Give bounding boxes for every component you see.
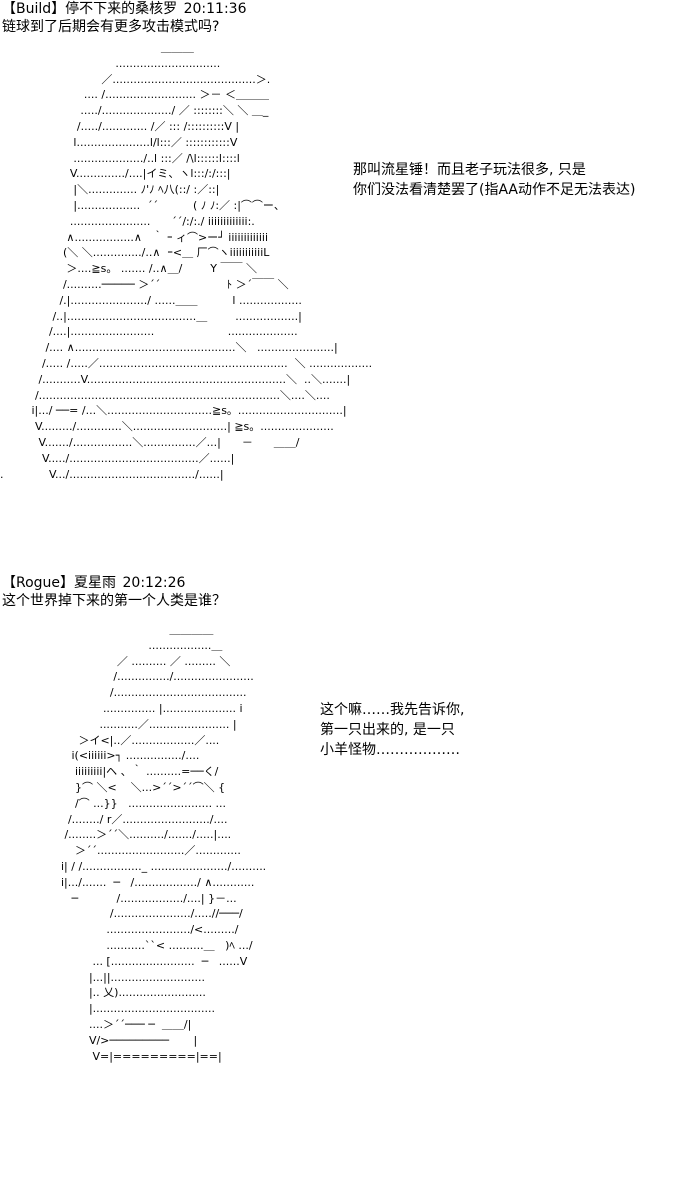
speech-line: 那叫流星锤！而且老子玩法很多, 只是 xyxy=(353,162,586,178)
speech-text: 这个嘛……我先告诉你, 第一只出来的, 是一只 小羊怪物……………… xyxy=(320,700,464,760)
post-question: 这个世界掉下来的第一个人类是谁？ xyxy=(2,593,226,609)
speech-line: 第一只出来的, 是一只 xyxy=(320,722,455,738)
ascii-art-figure: ＿＿＿ .............................. ／....… xyxy=(0,41,373,481)
post-question: 链球到了后期会有更多攻击模式吗? xyxy=(2,19,220,35)
ascii-art-figure: ＿＿＿＿ ..................＿ ／ .......... ／ … xyxy=(60,623,267,1063)
role-bracket-close: 】 xyxy=(51,1,66,17)
author-name: 夏星雨 xyxy=(74,575,117,591)
role-bracket-open: 【 xyxy=(2,575,16,591)
post-rogue: 【Rogue】夏星雨 20:12:26 这个世界掉下来的第一个人类是谁？ ＿＿＿… xyxy=(0,570,685,1130)
role-bracket-close: 】 xyxy=(60,575,75,591)
post-header: 【Build】停不下来的桑核罗 20:11:36 xyxy=(2,0,247,18)
post-header: 【Rogue】夏星雨 20:12:26 xyxy=(2,574,185,592)
author-name: 停不下来的桑核罗 xyxy=(65,1,178,17)
speech-line: 小羊怪物……………… xyxy=(320,742,460,758)
role-tag: Build xyxy=(16,1,52,17)
speech-line: 这个嘛……我先告诉你, xyxy=(320,702,465,718)
post-time: 20:12:26 xyxy=(122,575,186,591)
post-time: 20:11:36 xyxy=(183,1,247,17)
speech-text: 那叫流星锤！而且老子玩法很多, 只是 你们没法看清楚罢了(指AA动作不足无法表达… xyxy=(353,160,635,200)
role-bracket-open: 【 xyxy=(2,1,16,17)
post-build: 【Build】停不下来的桑核罗 20:11:36 链球到了后期会有更多攻击模式吗… xyxy=(0,0,685,540)
speech-line: 你们没法看清楚罢了(指AA动作不足无法表达) xyxy=(353,182,636,198)
role-tag: Rogue xyxy=(16,575,61,591)
